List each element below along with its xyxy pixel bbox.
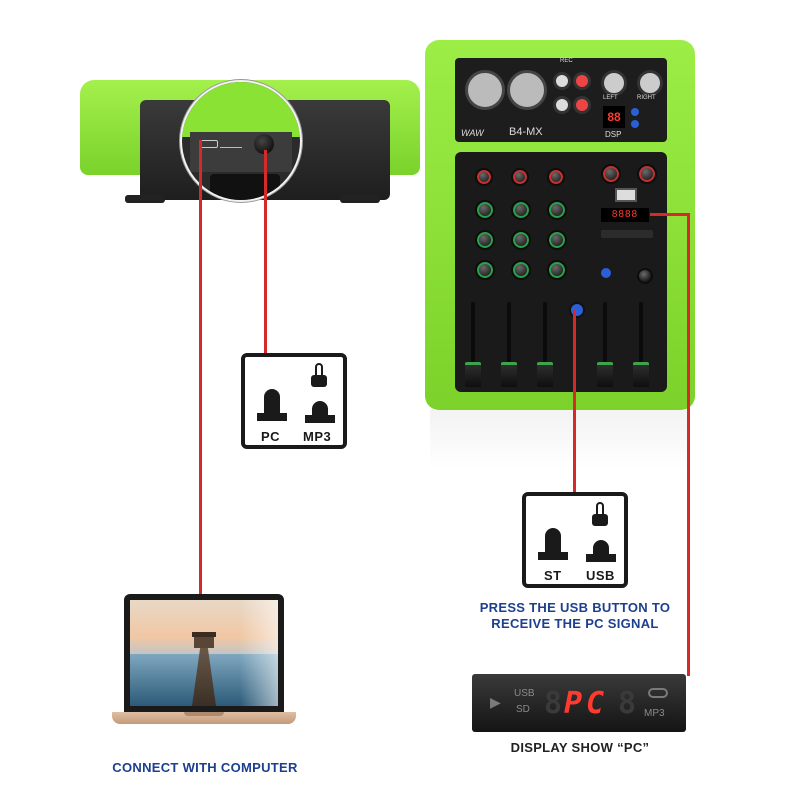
- fader-3[interactable]: [537, 362, 553, 387]
- mixer-top-view: REC LEFT RIGHT 88 WAW B4-MX DSP 8888: [425, 40, 695, 410]
- play-pause-icon: ▶: [490, 694, 501, 710]
- display-usb-label: USB: [514, 688, 535, 699]
- eq-knob-1b[interactable]: [475, 230, 495, 250]
- gain-knob-2[interactable]: [511, 168, 529, 186]
- model-label: B4-MX: [509, 126, 543, 138]
- gain-knob-3[interactable]: [547, 168, 565, 186]
- pc-label: PC: [261, 429, 281, 444]
- phones-jack[interactable]: [637, 268, 653, 284]
- connector-line-display-v: [687, 213, 690, 676]
- mixer-led-display: 8888: [601, 208, 649, 222]
- magnifier-circle: [180, 80, 302, 202]
- switch-legend-pc-mp3: PC MP3: [241, 353, 347, 449]
- left-output-jack[interactable]: [601, 70, 627, 96]
- mic-input-2[interactable]: [507, 70, 547, 110]
- right-output-jack[interactable]: [637, 70, 663, 96]
- display-panel: ▶ USB SD 8 PC 8 MP3: [472, 674, 686, 732]
- laptop: [112, 594, 296, 754]
- dsp-label: DSP: [605, 130, 622, 139]
- display-mp3-label: MP3: [644, 708, 665, 719]
- usb-port-icon: [200, 140, 218, 148]
- mp3-label: MP3: [303, 429, 332, 444]
- usb-instruction-line2: RECEIVE THE PC SIGNAL: [491, 616, 659, 631]
- button-up-icon: [257, 389, 287, 423]
- finger-press-icon: [590, 502, 610, 528]
- mic-input-1[interactable]: [465, 70, 505, 110]
- gain-knob-1[interactable]: [475, 168, 493, 186]
- usb-st-button[interactable]: [569, 302, 585, 318]
- button-down-icon: [586, 540, 616, 562]
- fader-1[interactable]: [465, 362, 481, 387]
- connector-line-usb-laptop: [199, 140, 202, 595]
- rec-label: REC: [560, 58, 573, 64]
- laptop-screen: [130, 600, 278, 706]
- eq-knob-3a[interactable]: [547, 200, 567, 220]
- connector-line-switch-top: [264, 150, 267, 354]
- laptop-base: [112, 712, 296, 724]
- usb-instruction: PRESS THE USB BUTTON TO RECEIVE THE PC S…: [470, 600, 680, 632]
- connector-line-switch-bottom: [573, 310, 576, 493]
- finger-press-icon: [309, 363, 329, 389]
- st-label: ST: [544, 568, 562, 583]
- display-caption: DISPLAY SHOW “PC”: [510, 740, 650, 755]
- eq-knob-2c[interactable]: [511, 260, 531, 280]
- button-up-icon: [538, 528, 568, 562]
- master-knob-2[interactable]: [637, 164, 657, 184]
- usb-slot[interactable]: [615, 188, 637, 202]
- button-down-icon: [305, 401, 335, 423]
- left-label: LEFT: [603, 95, 618, 101]
- fader-2[interactable]: [501, 362, 517, 387]
- master-knob-1[interactable]: [601, 164, 621, 184]
- eq-knob-1c[interactable]: [475, 260, 495, 280]
- connector-line-display-h: [650, 213, 690, 216]
- eq-knob-1a[interactable]: [475, 200, 495, 220]
- eq-knob-3c[interactable]: [547, 260, 567, 280]
- eq-knob-3b[interactable]: [547, 230, 567, 250]
- right-label: RIGHT: [637, 95, 656, 101]
- switch-legend-st-usb: ST USB: [522, 492, 628, 588]
- laptop-caption: CONNECT WITH COMPUTER: [112, 760, 298, 775]
- eq-knob-2b[interactable]: [511, 230, 531, 250]
- brand-logo: WAW: [461, 128, 484, 138]
- display-digits: PC: [564, 686, 609, 721]
- usb-label: USB: [586, 568, 615, 583]
- repeat-icon: [648, 688, 668, 698]
- fader-5[interactable]: [633, 362, 649, 387]
- pc-mp3-switch-button[interactable]: [254, 134, 274, 154]
- fader-4[interactable]: [597, 362, 613, 387]
- display-sd-label: SD: [516, 704, 530, 715]
- eq-knob-2a[interactable]: [511, 200, 531, 220]
- usb-instruction-line1: PRESS THE USB BUTTON TO: [479, 600, 671, 615]
